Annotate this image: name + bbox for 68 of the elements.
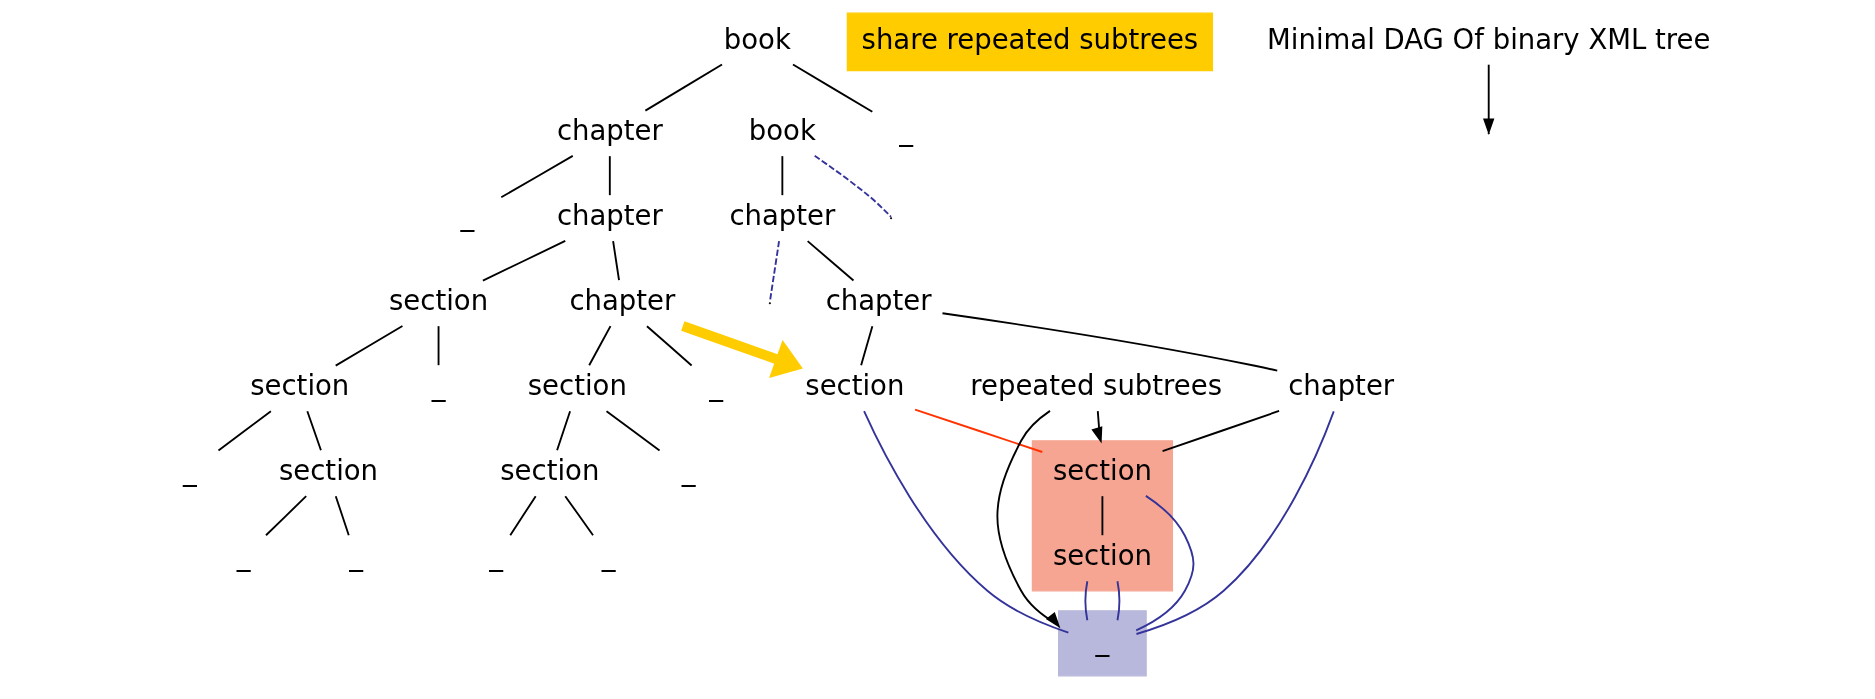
connector — [611, 240, 620, 282]
connector — [806, 240, 854, 282]
node-text: _ — [236, 539, 250, 572]
connector — [264, 495, 307, 537]
connector — [587, 325, 611, 367]
node-text: chapter — [556, 114, 663, 147]
connector — [499, 155, 574, 199]
node-text: book — [748, 114, 816, 147]
node-text: section — [804, 369, 904, 402]
connector — [563, 495, 594, 537]
connector — [481, 240, 566, 282]
cluster — [1031, 440, 1173, 592]
node-text: repeated subtrees — [969, 369, 1222, 402]
node-text: Minimal DAG Of binary XML tree — [1266, 22, 1710, 55]
connector — [643, 63, 723, 112]
connector — [859, 325, 873, 367]
node-text: _ — [1095, 624, 1109, 657]
node-text: chapter — [568, 284, 675, 317]
arrow — [1482, 63, 1494, 135]
node-text: _ — [681, 454, 695, 487]
node-text: section — [388, 284, 488, 317]
connector — [1134, 494, 1194, 632]
node-text: _ — [459, 199, 474, 232]
node-text: chapter — [1287, 369, 1394, 402]
connector — [780, 155, 783, 197]
node-text: section — [249, 369, 349, 402]
node-text: section — [527, 369, 627, 402]
node-text: chapter — [556, 199, 663, 232]
node-text: section — [499, 454, 599, 487]
connector — [334, 495, 350, 537]
node-text: _ — [898, 114, 913, 147]
node-text: book — [723, 22, 791, 55]
connector — [1161, 410, 1280, 453]
connector — [862, 410, 1069, 634]
cluster — [1057, 610, 1147, 677]
node-text: section — [278, 454, 378, 487]
node-text: _ — [488, 539, 503, 572]
connector — [791, 63, 873, 113]
connector — [1100, 495, 1103, 537]
node-text: _ — [182, 454, 197, 487]
node-box: share repeated subtrees — [846, 12, 1213, 72]
connector — [605, 410, 660, 452]
connector — [608, 155, 611, 197]
connector — [217, 410, 272, 452]
connector — [1135, 410, 1335, 635]
connector — [913, 408, 1043, 453]
node-text: chapter — [728, 199, 835, 232]
arrow — [680, 321, 803, 378]
connector — [437, 325, 439, 367]
connector — [645, 325, 693, 367]
connector — [334, 325, 403, 367]
connector — [941, 312, 1278, 372]
node-text: section — [1052, 454, 1152, 487]
node-text: chapter — [825, 284, 932, 317]
node-text: section — [1052, 539, 1152, 572]
connector — [555, 410, 571, 452]
connector — [1084, 580, 1088, 622]
node-text: _ — [348, 539, 363, 572]
node-text: _ — [601, 539, 615, 572]
connector — [768, 240, 780, 303]
connector — [813, 154, 892, 218]
node-text: _ — [431, 369, 445, 402]
connector — [508, 495, 537, 537]
arrow — [1090, 410, 1102, 444]
arrow — [995, 409, 1060, 629]
node-text: _ — [708, 369, 723, 402]
connector — [1116, 580, 1120, 622]
connector — [305, 410, 322, 452]
